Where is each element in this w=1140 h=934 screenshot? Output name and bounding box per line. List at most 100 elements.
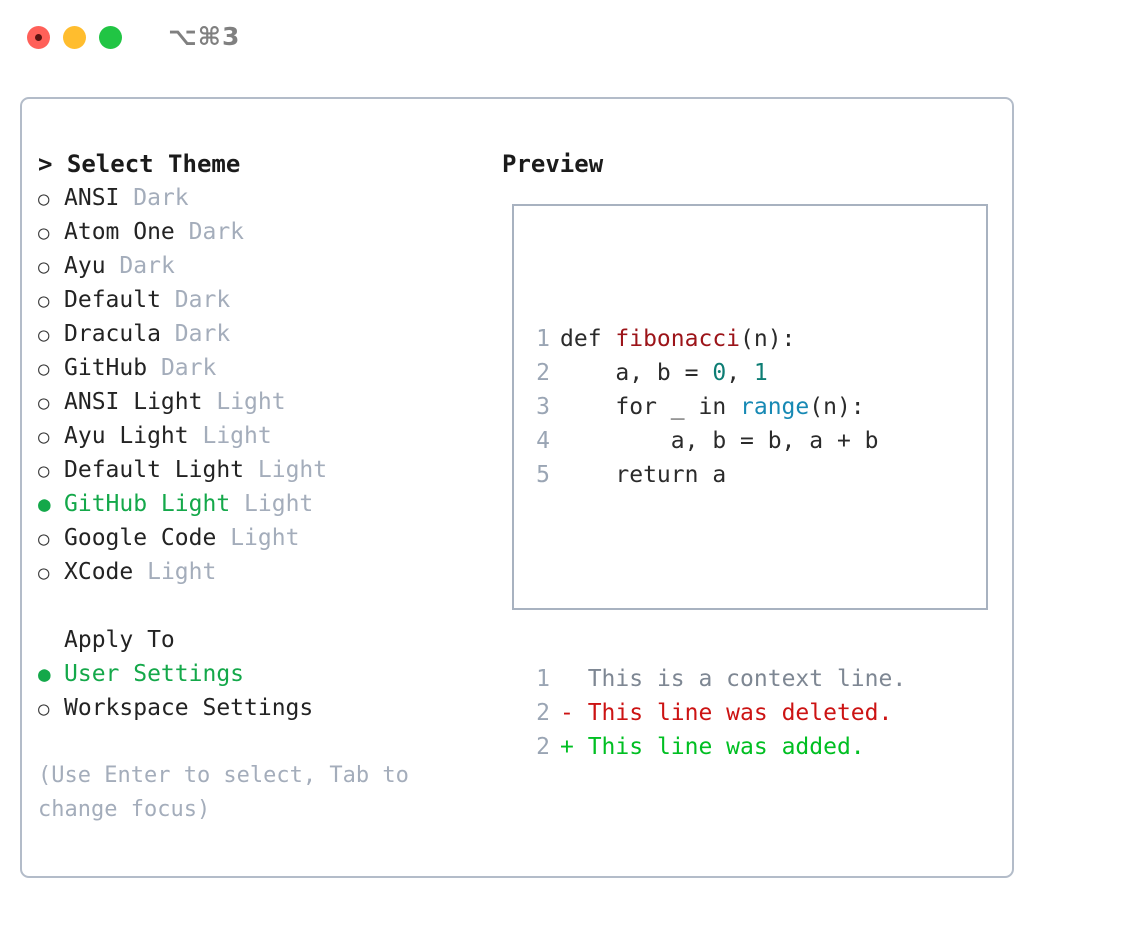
code-token-fn: fibonacci — [615, 326, 741, 352]
line-number: 4 — [536, 428, 550, 454]
spacer — [189, 419, 203, 453]
theme-option-ayu-light[interactable]: ○ Ayu Light Light — [38, 419, 478, 453]
theme-option-category: Dark — [133, 185, 189, 211]
diff-line-text: This line was added. — [573, 734, 865, 760]
radio-unselected-icon: ○ — [38, 324, 50, 346]
spacer — [244, 453, 258, 487]
spacer — [216, 521, 230, 555]
theme-selector-panel: > Select Theme ○ANSI Dark○Atom One Dark○… — [20, 97, 1014, 878]
theme-option-label: GitHub — [64, 355, 148, 381]
theme-option-category: Light — [244, 491, 314, 517]
radio-unselected-icon: ○ — [38, 528, 50, 550]
theme-option-label: Ayu Light — [64, 423, 189, 449]
code-line-text: return a — [560, 458, 726, 492]
diff-block: 1 This is a context line. 2- This line wa… — [524, 662, 906, 764]
spacer — [202, 385, 216, 419]
theme-option-label: Default — [64, 287, 161, 313]
theme-option-label: XCode — [64, 559, 134, 585]
minimize-button[interactable] — [63, 26, 86, 49]
code-token-num: 1 — [753, 360, 768, 386]
code-token-plain: return a — [560, 462, 727, 488]
diff-line-text: This line was deleted. — [573, 700, 893, 726]
code-token-call: range — [740, 394, 810, 420]
theme-option-label: Dracula — [64, 321, 161, 347]
spacer — [147, 351, 161, 385]
close-button[interactable] — [27, 26, 50, 49]
spacer — [119, 181, 133, 215]
radio-selected-icon: ● — [38, 492, 51, 516]
theme-option-category: Dark — [119, 253, 175, 279]
radio-unselected-icon: ○ — [38, 460, 50, 482]
theme-option-github-light[interactable]: ●GitHub Light Light — [38, 487, 478, 521]
code-line-text: def fibonacci(n): — [560, 322, 795, 356]
theme-option-xcode[interactable]: ○XCode Light — [38, 555, 478, 589]
line-number: 2 — [536, 360, 550, 386]
theme-option-ansi[interactable]: ○ANSI Dark — [38, 181, 478, 215]
code-line: 4 a, b = b, a + b — [524, 424, 906, 458]
line-number: 1 — [536, 326, 550, 352]
theme-option-category: Dark — [174, 287, 231, 313]
maximize-button[interactable] — [99, 26, 122, 49]
code-line-text: a, b = b, a + b — [560, 424, 879, 458]
radio-unselected-icon: ○ — [38, 256, 50, 278]
theme-option-default[interactable]: ○ Default Dark — [38, 283, 478, 317]
theme-option-label: Atom One — [64, 219, 175, 245]
radio-unselected-icon: ○ — [38, 426, 50, 448]
apply-to-option-label: Workspace Settings — [64, 695, 314, 721]
theme-option-category: Light — [202, 423, 272, 449]
diff-line-text: This is a context line. — [573, 666, 907, 692]
theme-option-google-code[interactable]: ○Google Code Light — [38, 521, 478, 555]
apply-to-option-label: User Settings — [64, 661, 245, 687]
theme-option-github[interactable]: ○GitHub Dark — [38, 351, 478, 385]
diff-sign — [560, 662, 574, 696]
code-token-plain: (n): — [809, 394, 865, 420]
theme-list: ○ANSI Dark○Atom One Dark○Ayu Dark○Defaul… — [38, 181, 478, 589]
code-token-plain: a, b = b, a + b — [560, 428, 879, 454]
radio-unselected-icon: ○ — [38, 222, 50, 244]
radio-unselected-icon: ○ — [38, 290, 50, 312]
section-spacer — [38, 589, 478, 623]
theme-option-default-light[interactable]: ○ Default Light Light — [38, 453, 478, 487]
apply-to-list: ● User Settings ○ Workspace Settings — [38, 657, 478, 725]
diff-sign: + — [560, 734, 574, 760]
code-line: 3 for _ in range(n): — [524, 390, 906, 424]
theme-option-label: ANSI — [64, 185, 120, 211]
line-number: 3 — [536, 394, 550, 420]
radio-selected-icon: ● — [38, 662, 51, 686]
theme-list-column: > Select Theme ○ANSI Dark○Atom One Dark○… — [38, 147, 478, 827]
diff-line-deleted: 2- This line was deleted. — [524, 696, 906, 730]
theme-option-ayu[interactable]: ○ Ayu Dark — [38, 249, 478, 283]
spacer — [161, 283, 175, 317]
theme-option-label: Default Light — [64, 457, 245, 483]
theme-option-category: Light — [257, 457, 328, 483]
diff-line-added: 2 + This line was added. — [524, 730, 906, 764]
title-bar: ⌥⌘3 — [0, 0, 1140, 78]
window-title: ⌥⌘3 — [168, 22, 241, 51]
code-line-text: a, b = 0, 1 — [560, 356, 768, 390]
code-diff-spacer — [524, 560, 906, 594]
code-token-plain: , — [726, 360, 754, 386]
radio-unselected-icon: ○ — [38, 562, 50, 584]
preview-heading: Preview — [502, 150, 604, 178]
line-number: 5 — [536, 462, 550, 488]
apply-to-option-workspace-settings[interactable]: ○ Workspace Settings — [38, 691, 478, 725]
radio-unselected-icon: ○ — [38, 698, 50, 720]
theme-option-category: Dark — [160, 355, 217, 381]
theme-option-label: Ayu — [64, 253, 106, 279]
spacer — [133, 555, 147, 589]
code-line: 5 return a — [524, 458, 906, 492]
apply-to-heading: Apply To — [64, 627, 175, 653]
apply-to-option-user-settings[interactable]: ● User Settings — [38, 657, 478, 691]
code-token-plain: (n): — [740, 326, 796, 352]
theme-option-atom-one[interactable]: ○Atom One Dark — [38, 215, 478, 249]
theme-option-ansi-light[interactable]: ○ANSI Light Light — [38, 385, 478, 419]
line-number: 2 — [536, 734, 550, 760]
select-theme-heading: > Select Theme — [38, 150, 241, 178]
traffic-lights — [27, 26, 122, 49]
theme-option-dracula[interactable]: ○ Dracula Dark — [38, 317, 478, 351]
theme-option-category: Dark — [174, 321, 231, 347]
line-number: 1 — [536, 666, 550, 692]
theme-option-label: ANSI Light — [64, 389, 203, 415]
